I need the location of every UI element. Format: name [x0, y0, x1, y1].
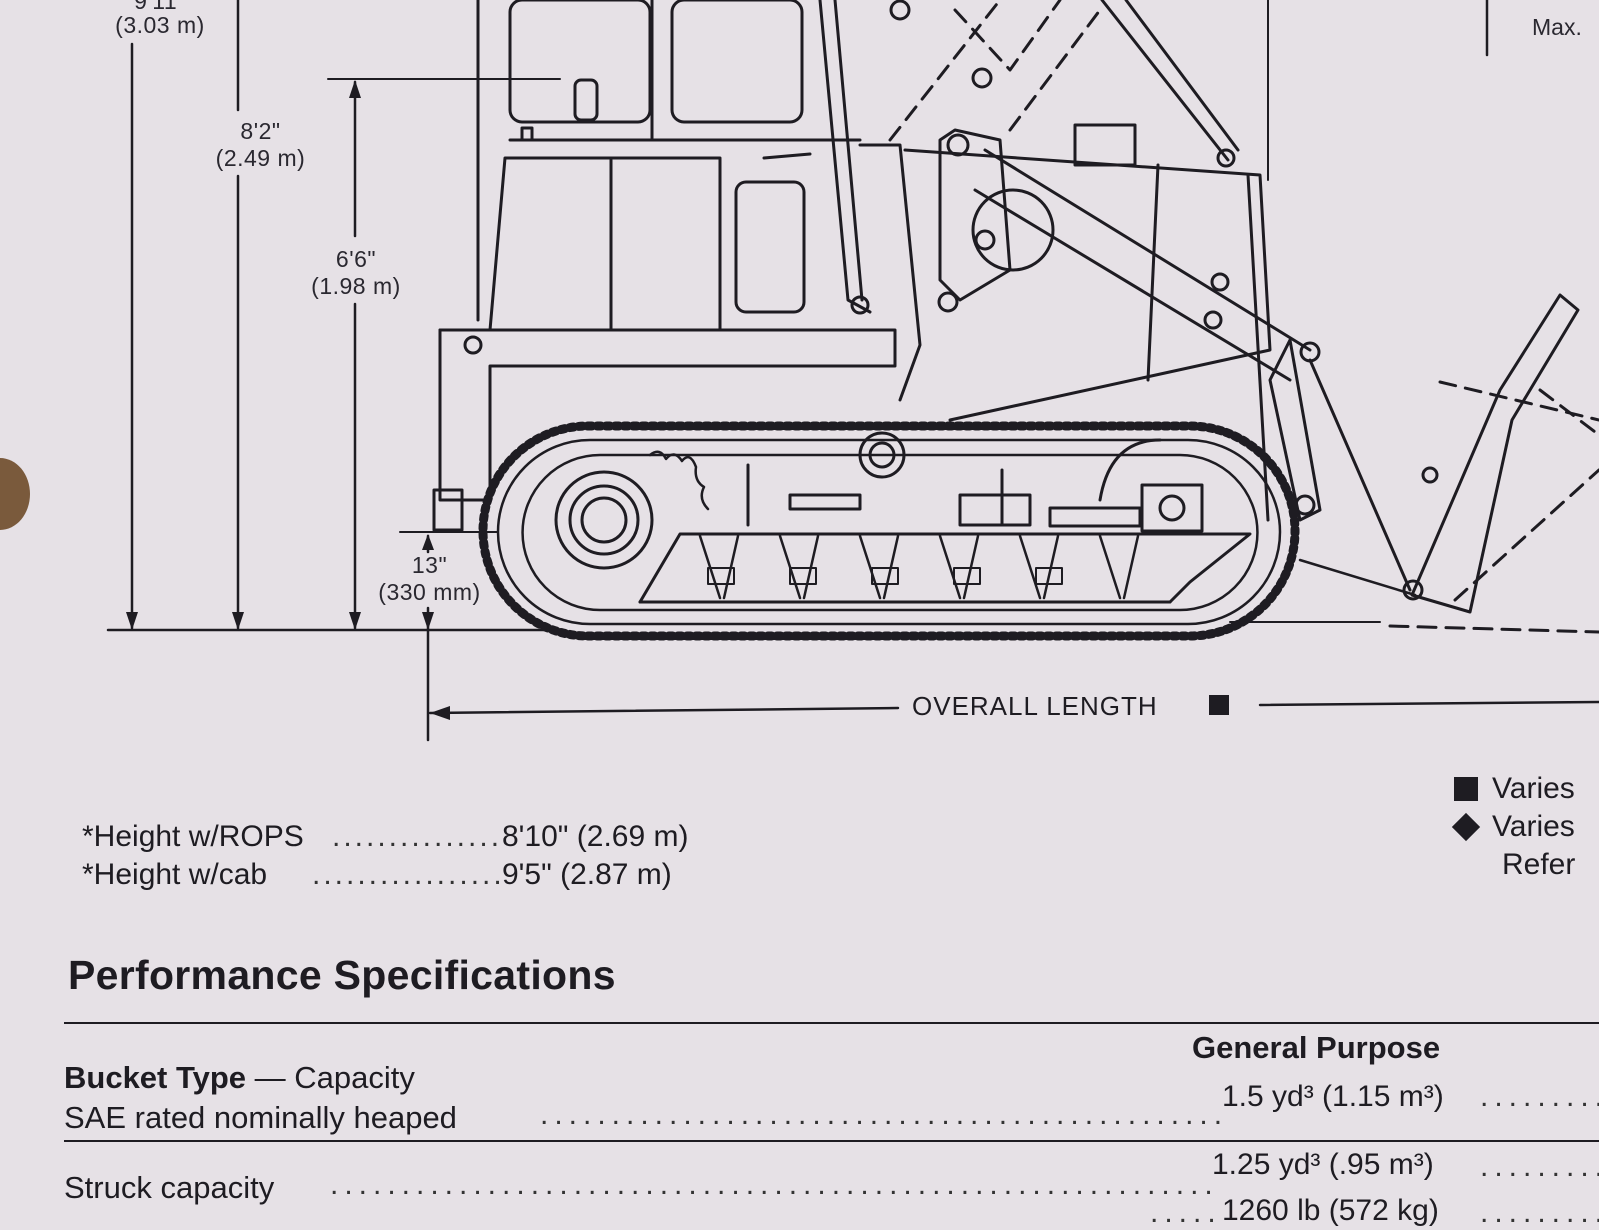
legend-text: Varies	[1492, 772, 1575, 805]
leader-dots: ........................................…	[540, 1098, 1220, 1131]
height-value: 9'5" (2.87 m)	[502, 858, 672, 891]
legend: Varies Varies Refer	[1451, 770, 1575, 884]
dimension-height-hood: 8'2" (2.49 m)	[198, 118, 323, 172]
dimension-m: (3.03 m)	[115, 12, 205, 38]
legend-text: Refer	[1502, 848, 1576, 881]
height-row: *Height w/cab ..................... 9'5"…	[82, 856, 688, 894]
section-divider	[64, 1022, 1599, 1024]
dimension-ft: 8'2"	[240, 118, 281, 144]
legend-item-square: Varies	[1454, 770, 1575, 808]
legend-text: Varies	[1492, 810, 1575, 843]
leader-dots: ...............	[332, 820, 502, 853]
section-title: Performance Specifications	[68, 952, 616, 998]
height-label: *Height w/cab	[82, 858, 268, 891]
spec-row-label: SAE rated nominally heaped	[64, 1100, 457, 1135]
spec-row-value: 1260 lb (572 kg)	[1222, 1194, 1439, 1227]
leader-dots: ........................................…	[330, 1168, 1220, 1201]
column-header: General Purpose	[1192, 1030, 1441, 1065]
height-label: *Height w/ROPS	[82, 820, 304, 853]
row-divider	[64, 1140, 1599, 1142]
dimension-max-label: Max.	[1532, 14, 1582, 40]
diamond-marker-icon	[1451, 812, 1481, 842]
leader-dots: ..........	[1480, 1150, 1599, 1183]
leader-dots: ..........	[1480, 1196, 1599, 1229]
leader-dots: ..........	[1150, 1196, 1220, 1229]
leader-dots: ..........	[1480, 1080, 1599, 1113]
dimension-ground-clearance: 13" (330 mm)	[362, 552, 497, 606]
dimension-m: (2.49 m)	[215, 145, 306, 171]
bucket-type-suffix: — Capacity	[246, 1060, 415, 1095]
spec-row-value: 1.5 yd³ (1.15 m³)	[1222, 1080, 1444, 1113]
square-marker-icon	[1454, 777, 1478, 801]
legend-item-diamond: Varies	[1451, 808, 1575, 846]
bucket-type-label: Bucket Type	[64, 1060, 247, 1095]
height-notes: *Height w/ROPS ............... 8'10" (2.…	[82, 818, 688, 894]
bucket-type-heading: Bucket Type — Capacity	[64, 1060, 415, 1096]
height-row: *Height w/ROPS ............... 8'10" (2.…	[82, 818, 688, 856]
spec-row-label: Struck capacity	[64, 1170, 275, 1205]
square-marker-icon	[1209, 695, 1229, 715]
height-value: 8'10" (2.69 m)	[502, 820, 689, 853]
dimension-ft: 13"	[411, 552, 448, 578]
dimension-ft: 6'6"	[335, 246, 377, 272]
dimension-height-body: 6'6" (1.98 m)	[296, 246, 416, 300]
dimension-m: (1.98 m)	[311, 273, 401, 299]
dimension-ft: 9'11"	[100, 0, 220, 12]
dimension-m: (330 mm)	[378, 579, 481, 605]
dimension-overall-height-rops: 9'11" (3.03 m)	[100, 0, 220, 39]
overall-length-label: OVERALL LENGTH	[912, 691, 1158, 721]
spec-row-value: 1.25 yd³ (.95 m³)	[1212, 1148, 1434, 1181]
legend-note: Refer	[1454, 846, 1575, 884]
leader-dots: .....................	[312, 858, 502, 891]
track-loader-drawing	[106, 0, 1599, 742]
